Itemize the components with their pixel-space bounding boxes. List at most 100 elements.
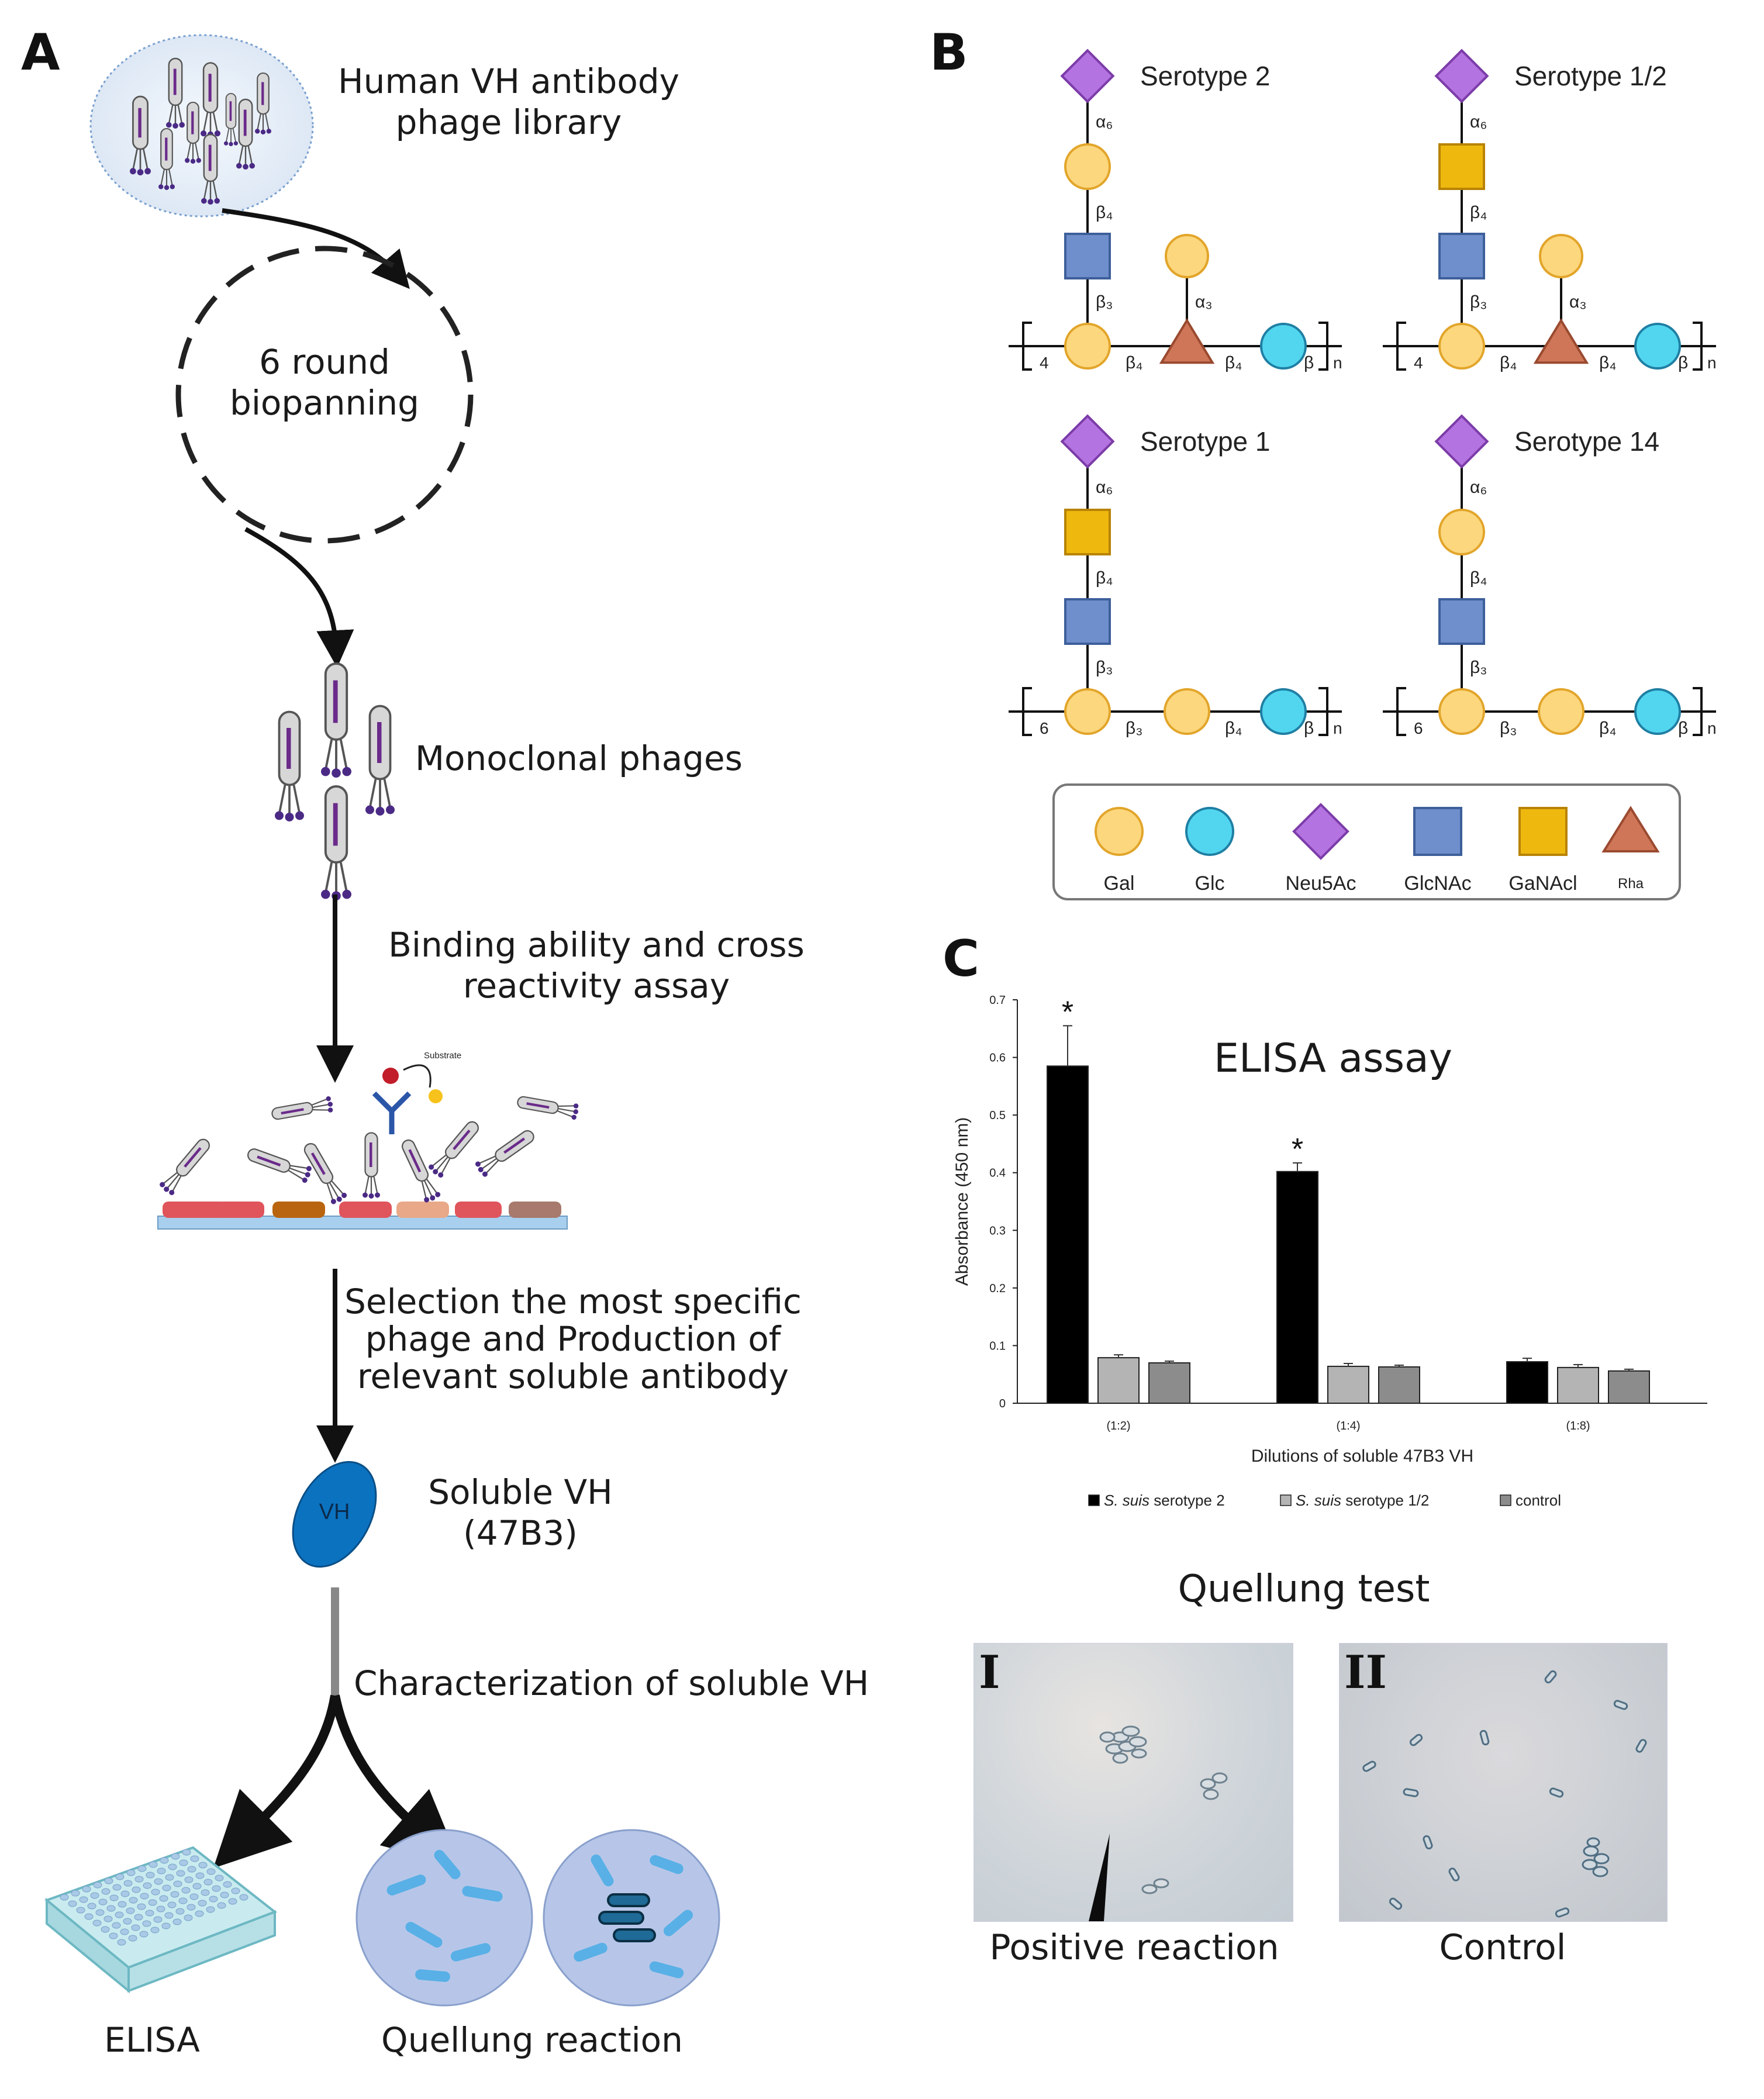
legend-entry: S. suis serotype 1/2 xyxy=(1296,1492,1429,1509)
rha-symbol xyxy=(1533,318,1589,364)
linkage-label: β₄ xyxy=(1599,719,1617,738)
arrow-to-monoclonal xyxy=(244,527,354,668)
elisa-well xyxy=(129,1897,138,1904)
elisa-well xyxy=(195,1910,204,1917)
elisa-well xyxy=(215,1874,224,1881)
legend-entry-rest: serotype 1/2 xyxy=(1341,1492,1429,1509)
y-tick-label: 0 xyxy=(999,1397,1006,1410)
bracket-number: 6 xyxy=(1414,719,1423,737)
elisa-well xyxy=(92,1920,102,1927)
x-axis-label: Dilutions of soluble 47B3 VH xyxy=(1251,1446,1473,1466)
bracket-number: 4 xyxy=(1414,354,1423,372)
elisa-well xyxy=(176,1870,185,1877)
neu5ac-symbol xyxy=(1060,414,1115,469)
arrow-to-quellung xyxy=(330,1694,461,1867)
elisa-well xyxy=(104,1877,113,1884)
selection-label: Selection the most specific phage and Pr… xyxy=(344,1282,802,1396)
elisa-well xyxy=(195,1872,205,1879)
repeat-n: n xyxy=(1707,354,1717,372)
linkage-label: β xyxy=(1304,719,1314,738)
binding-label: Binding ability and cross reactivity ass… xyxy=(388,925,805,1006)
soluble-vh-label: Soluble VH (47B3) xyxy=(428,1472,613,1553)
legend-entry: S. suis serotype 2 xyxy=(1104,1492,1225,1509)
elisa-well xyxy=(179,1859,188,1866)
repeat-bracket-left xyxy=(1396,687,1406,736)
elisa-well xyxy=(187,1904,196,1911)
elisa-well xyxy=(165,1874,174,1881)
legend-neu5ac-symbol xyxy=(1292,803,1349,860)
elisa-well xyxy=(203,1879,213,1886)
serotype-title: Serotype 14 xyxy=(1514,426,1659,457)
legend-entry: control xyxy=(1516,1492,1561,1509)
gal-symbol xyxy=(1438,509,1485,555)
elisa-well xyxy=(106,1905,116,1912)
vh-icon-text: VH xyxy=(319,1500,350,1524)
y-tick-label: 0.1 xyxy=(989,1340,1006,1352)
elisa-well xyxy=(109,1894,119,1901)
repeat-bracket-left xyxy=(1022,687,1032,736)
x-tick-label: (1:2) xyxy=(1106,1420,1130,1432)
elisa-well xyxy=(90,1892,99,1899)
repeat-bracket-right xyxy=(1693,687,1703,736)
neu5ac-symbol xyxy=(1434,49,1489,103)
elisa-well xyxy=(170,1891,179,1898)
elisa-well xyxy=(134,1876,144,1883)
linkage-label: β₃ xyxy=(1096,658,1113,677)
legend-swatch xyxy=(1280,1494,1292,1506)
bar xyxy=(1276,1171,1318,1404)
elisa-well xyxy=(126,1869,136,1876)
bar xyxy=(1097,1357,1140,1404)
elisa-well xyxy=(189,1893,199,1900)
legend-entry-rest: serotype 2 xyxy=(1149,1492,1225,1509)
elisa-well xyxy=(231,1887,240,1894)
substrate-label: Substrate xyxy=(424,1051,461,1061)
gal-symbol xyxy=(1064,688,1111,735)
linkage-label: α₆ xyxy=(1470,478,1487,497)
elisa-well xyxy=(160,1857,169,1864)
gal-symbol xyxy=(1164,688,1210,735)
bar xyxy=(1557,1366,1599,1404)
glcnac-symbol xyxy=(1438,598,1485,645)
elisa-well xyxy=(162,1884,171,1891)
elisa-well xyxy=(82,1886,91,1893)
x-tick-label: (1:8) xyxy=(1566,1420,1590,1432)
arrow-to-elisa xyxy=(213,1694,340,1869)
biopanning-circle xyxy=(175,246,474,544)
elisa-well xyxy=(167,1901,177,1908)
elisa-well xyxy=(117,1939,126,1946)
linkage-label: β₄ xyxy=(1470,568,1487,588)
linkage-label: β₄ xyxy=(1599,353,1617,372)
elisa-well xyxy=(192,1883,202,1890)
elisa-well xyxy=(173,1880,182,1887)
elisa-well xyxy=(217,1902,226,1909)
biopanning-label: 6 round biopanning xyxy=(230,342,419,423)
y-tick-label: 0.5 xyxy=(989,1109,1006,1122)
elisa-well xyxy=(120,1890,130,1897)
bar xyxy=(1608,1370,1650,1404)
linkage-label: β₄ xyxy=(1470,203,1487,222)
gal-symbol xyxy=(1438,323,1485,370)
elisa-well xyxy=(198,1862,208,1869)
elisa-well xyxy=(168,1863,177,1870)
elisa-well xyxy=(137,1865,147,1872)
panel-c-letter: C xyxy=(943,930,980,988)
elisa-label: ELISA xyxy=(104,2020,200,2060)
phage-library-ellipse xyxy=(89,34,314,218)
elisa-well xyxy=(181,1887,191,1894)
elisa-well xyxy=(148,1899,157,1906)
legend-label: Gal xyxy=(1104,872,1135,895)
linkage-label: β₄ xyxy=(1096,568,1113,588)
y-tick-label: 0.3 xyxy=(989,1224,1006,1237)
elisa-well xyxy=(112,1922,121,1929)
elisa-well xyxy=(175,1908,185,1915)
elisa-well xyxy=(60,1894,69,1901)
elisa-well xyxy=(71,1890,80,1897)
micrograph-positive: I xyxy=(974,1643,1293,1922)
elisa-well xyxy=(128,1935,137,1942)
elisa-well xyxy=(93,1881,102,1889)
elisa-well xyxy=(139,1931,149,1938)
elisa-well xyxy=(79,1896,88,1903)
